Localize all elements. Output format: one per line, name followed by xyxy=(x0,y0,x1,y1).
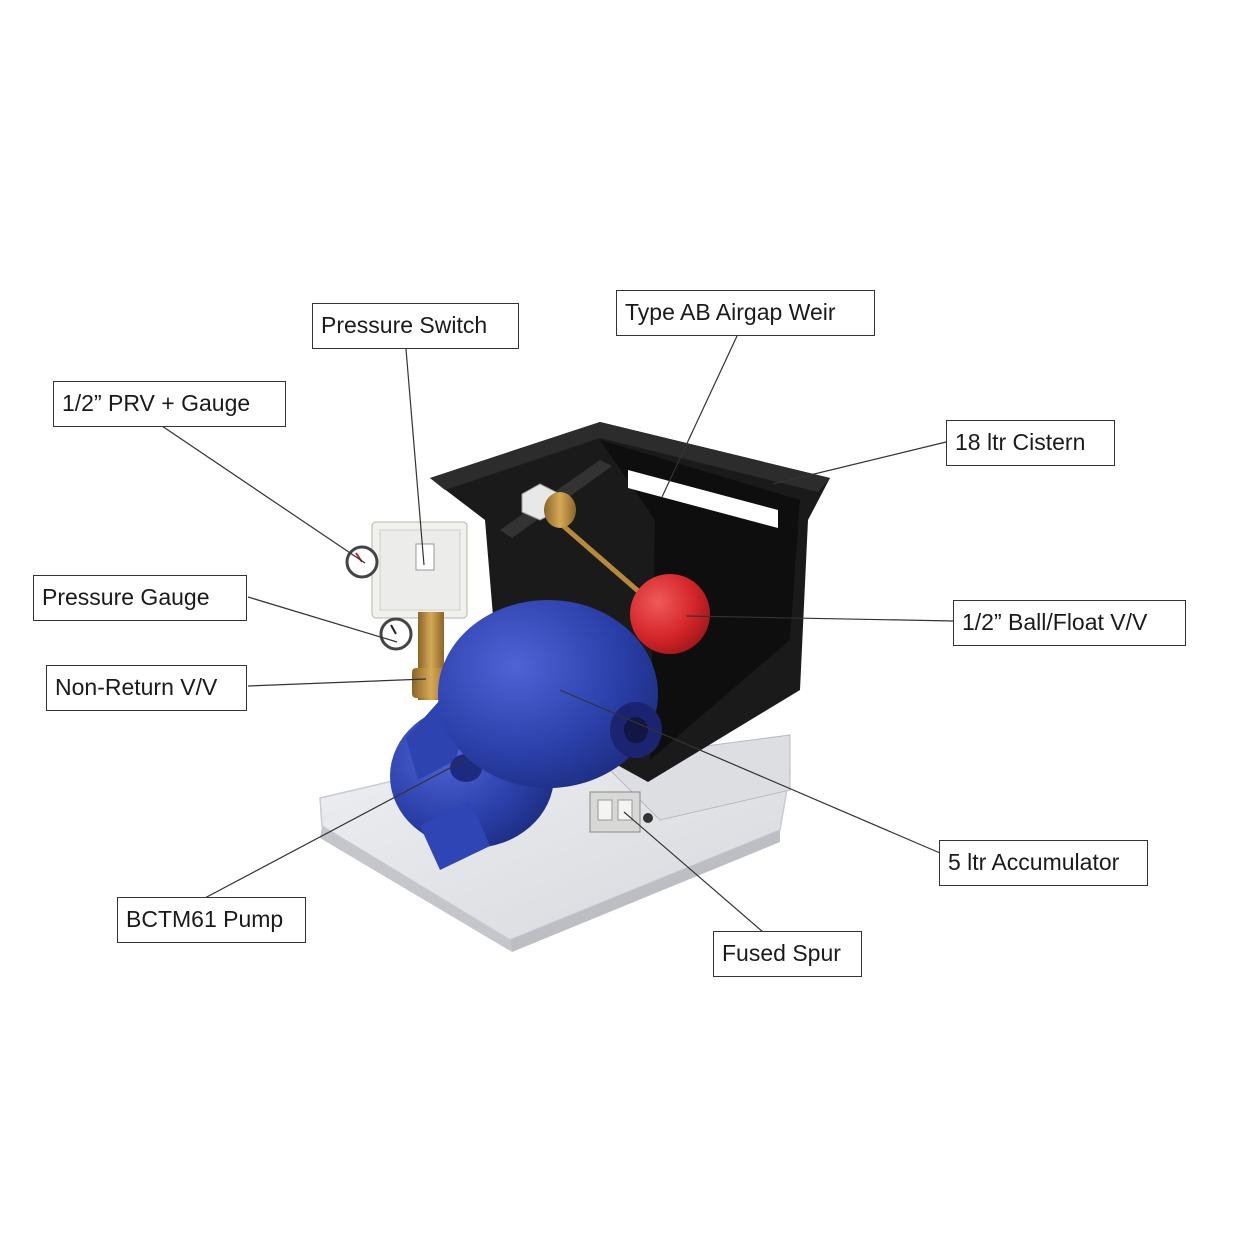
fused-spur xyxy=(589,791,653,833)
label-pump: BCTM61 Pump xyxy=(117,897,306,943)
label-pressure-switch: Pressure Switch xyxy=(312,303,519,349)
control-assembly xyxy=(345,521,468,700)
label-accumulator: 5 ltr Accumulator xyxy=(939,840,1148,886)
label-pressure-gauge: Pressure Gauge xyxy=(33,575,247,621)
ball-float-valve xyxy=(521,483,710,654)
label-prv-gauge: 1/2” PRV + Gauge xyxy=(53,381,286,427)
label-non-return-valve: Non-Return V/V xyxy=(46,665,247,711)
label-airgap-weir: Type AB Airgap Weir xyxy=(616,290,875,336)
label-ball-float-valve: 1/2” Ball/Float V/V xyxy=(953,600,1186,646)
label-cistern: 18 ltr Cistern xyxy=(946,420,1115,466)
leader-lines xyxy=(161,335,955,933)
accumulator xyxy=(438,600,662,788)
label-fused-spur: Fused Spur xyxy=(713,931,862,977)
